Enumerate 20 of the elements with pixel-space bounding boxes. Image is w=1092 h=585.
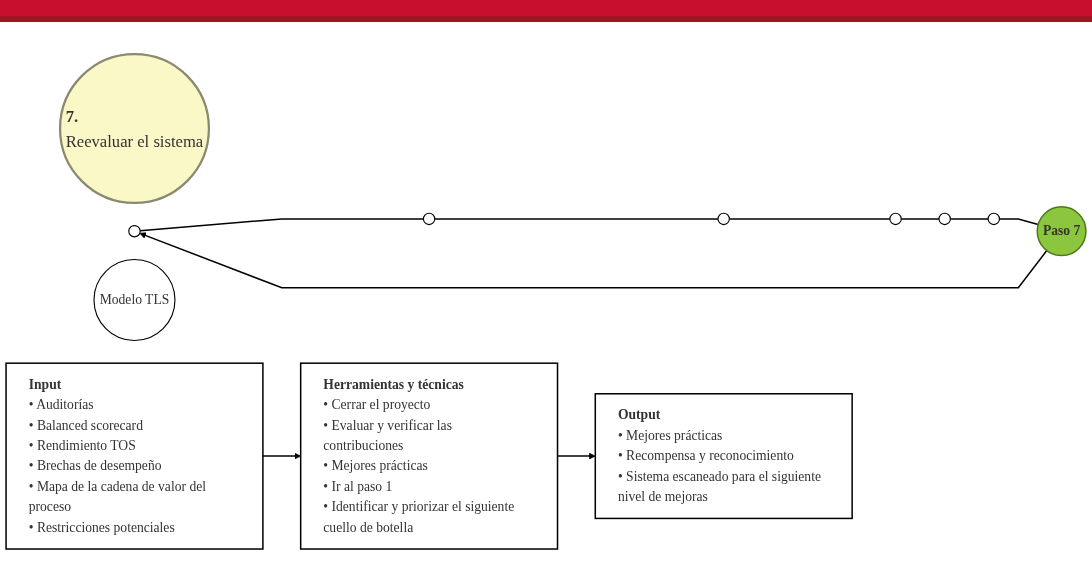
connector [900,218,940,221]
node-box: Herramientas y técnicas • Cerrar el proyecto • Evaluar y verificar las contribuciones • Mejores prácticas • Ir al paso 1 • Identificar y priorizar el siguiente cuello de botella [299,362,559,551]
node-circle [717,213,730,226]
connector [949,218,989,221]
connector [139,218,425,232]
node-circle [938,213,951,226]
node-circle: Modelo TLS [93,259,176,342]
arrow [139,232,1048,289]
connector [434,218,719,221]
connector [998,218,1039,226]
arrow [262,453,301,460]
node-circle [987,213,1000,226]
node-box: Output • Mejores prácticas • Recompensa y reconocimiento • Sistema escaneado para el siguiente nivel de mejoras [594,393,853,520]
node-circle [422,213,436,226]
node-box: Input • Auditorías • Balanced scorecard • Rendimiento TOS • Brechas de desempeño • Mapa de la cadena de valor del proceso • Restricciones potenciales [5,362,264,551]
node-circle: Paso 7 [1036,206,1087,257]
connector [728,218,891,221]
node-circle [889,213,902,226]
node-circle [128,225,141,238]
node-circle: 7. Reevaluar el sistema [58,53,211,205]
